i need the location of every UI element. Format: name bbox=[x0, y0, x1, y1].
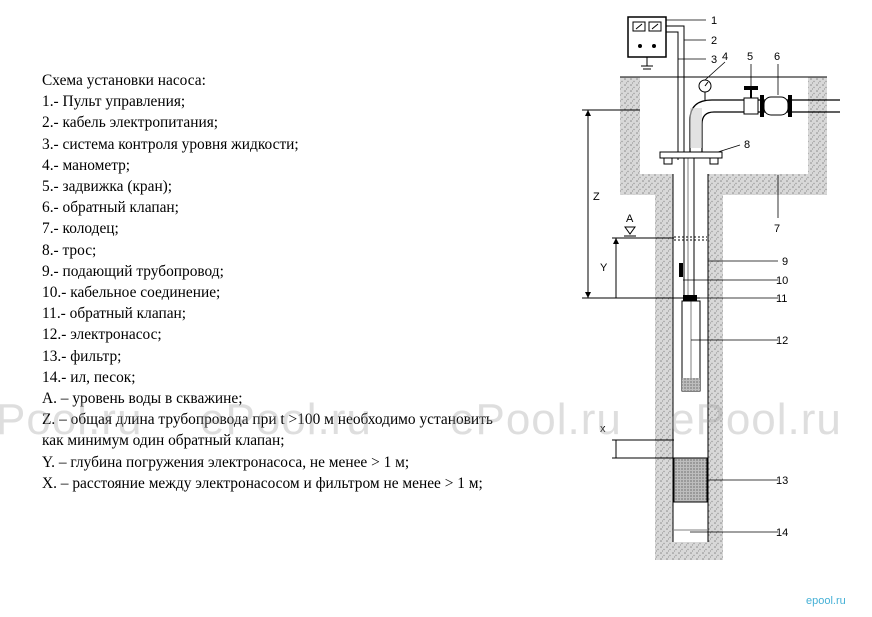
dimension-y bbox=[612, 237, 674, 298]
legend-item: 5.- задвижка (кран); bbox=[42, 178, 173, 196]
legend-item: 3.- система контроля уровня жидкости; bbox=[42, 135, 299, 153]
watermark-text: Pool.ru bbox=[0, 395, 143, 444]
rising-main bbox=[683, 158, 695, 300]
label-2: 2 bbox=[711, 35, 717, 47]
legend-title: Схема установки насоса: bbox=[42, 72, 206, 89]
discharge-pipe bbox=[689, 99, 840, 155]
watermark-text: ePool.ru bbox=[450, 395, 622, 444]
label-a: A bbox=[626, 213, 634, 225]
dimension-x bbox=[612, 439, 674, 459]
watermark-text: ePool.ru bbox=[200, 395, 372, 444]
label-12: 12 bbox=[776, 335, 788, 347]
label-6: 6 bbox=[774, 51, 780, 63]
label-y: Y bbox=[600, 262, 608, 274]
label-5: 5 bbox=[747, 51, 753, 63]
label-10: 10 bbox=[776, 275, 788, 287]
legend-item: 1.- Пульт управления; bbox=[42, 93, 186, 111]
label-14: 14 bbox=[776, 527, 788, 539]
label-x: x bbox=[600, 423, 606, 435]
dimension-z bbox=[582, 109, 700, 299]
filter bbox=[673, 457, 708, 503]
manometer bbox=[698, 79, 712, 100]
legend-item: 14.- ил, песок; bbox=[42, 368, 136, 386]
level-cable bbox=[666, 31, 679, 160]
label-4: 4 bbox=[722, 51, 728, 63]
legend-item: 13.- фильтр; bbox=[42, 347, 122, 365]
leader-lines bbox=[666, 19, 779, 533]
legend-item: 12.- электронасос; bbox=[42, 326, 162, 344]
legend-item: Z. – общая длина трубопровода при t >100… bbox=[42, 411, 493, 450]
legend-item: X. – расстояние между электронасосом и ф… bbox=[42, 474, 483, 492]
soil bbox=[620, 77, 827, 560]
label-z: Z bbox=[593, 191, 600, 203]
gate-valve bbox=[743, 86, 759, 115]
label-11: 11 bbox=[776, 293, 787, 305]
watermark-text: ePool.ru bbox=[670, 395, 842, 444]
control-panel bbox=[627, 16, 667, 70]
legend-item: 8.- трос; bbox=[42, 241, 97, 259]
well-cover bbox=[659, 151, 723, 165]
brand-logo: epool.ru bbox=[806, 595, 846, 607]
power-cable bbox=[666, 25, 685, 160]
electropump bbox=[681, 300, 701, 392]
water-level-marker bbox=[624, 226, 636, 237]
label-9: 9 bbox=[782, 256, 788, 268]
cable-joint bbox=[679, 263, 683, 277]
legend-item: 9.- подающий трубопровод; bbox=[42, 262, 224, 280]
legend-item: 11.- обратный клапан; bbox=[42, 305, 187, 323]
legend: Схема установки насоса: 1.- Пульт управл… bbox=[42, 70, 562, 494]
legend-item: Y. – глубина погружения электронасоса, н… bbox=[42, 453, 410, 471]
check-valve bbox=[760, 95, 792, 117]
legend-item: A. – уровень воды в скважине; bbox=[42, 390, 243, 408]
legend-item: 4.- манометр; bbox=[42, 156, 131, 174]
legend-item: 6.- обратный клапан; bbox=[42, 199, 179, 217]
label-7: 7 bbox=[774, 223, 780, 235]
label-1: 1 bbox=[711, 15, 717, 27]
label-13: 13 bbox=[776, 475, 788, 487]
legend-item: 10.- кабельное соединение; bbox=[42, 284, 221, 302]
legend-item: 2.- кабель электропитания; bbox=[42, 114, 219, 132]
legend-item: 7.- колодец; bbox=[42, 220, 119, 238]
label-3: 3 bbox=[711, 54, 717, 66]
label-8: 8 bbox=[744, 139, 750, 151]
